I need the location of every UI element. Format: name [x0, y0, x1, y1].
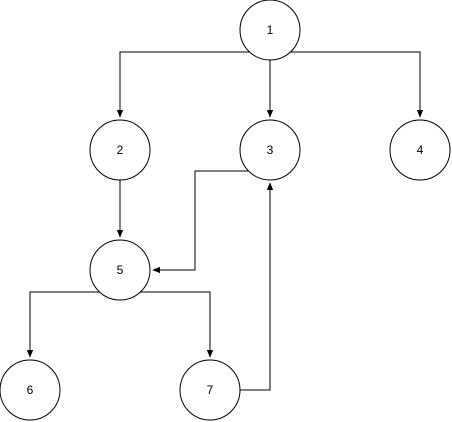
node-4: 4 [389, 119, 451, 181]
node-2-label: 2 [117, 143, 124, 157]
node-2: 2 [89, 119, 151, 181]
node-1-label: 1 [267, 23, 274, 37]
edge-3-5 [152, 170, 249, 274]
node-4-label: 4 [417, 143, 424, 157]
node-1: 1 [239, 0, 301, 61]
node-3-circle [239, 119, 301, 181]
edge-5-6 [26, 291, 120, 358]
node-5: 5 [89, 239, 151, 301]
node-1-circle [239, 0, 301, 61]
edge-5-7 [120, 291, 214, 358]
node-7-label: 7 [207, 383, 214, 397]
edge-7-3 [240, 182, 274, 391]
node-7-circle [179, 359, 241, 421]
node-6-label: 6 [27, 383, 34, 397]
node-2-circle [89, 119, 151, 181]
node-5-label: 5 [117, 263, 124, 277]
node-6-circle [0, 359, 61, 421]
node-3-label: 3 [267, 143, 274, 157]
node-3: 3 [239, 119, 301, 181]
node-6: 6 [0, 359, 61, 421]
node-5-circle [89, 239, 151, 301]
edge-1-4 [270, 51, 424, 118]
node-7: 7 [179, 359, 241, 421]
edges [26, 51, 424, 391]
node-4-circle [389, 119, 451, 181]
edge-1-2 [116, 51, 270, 118]
